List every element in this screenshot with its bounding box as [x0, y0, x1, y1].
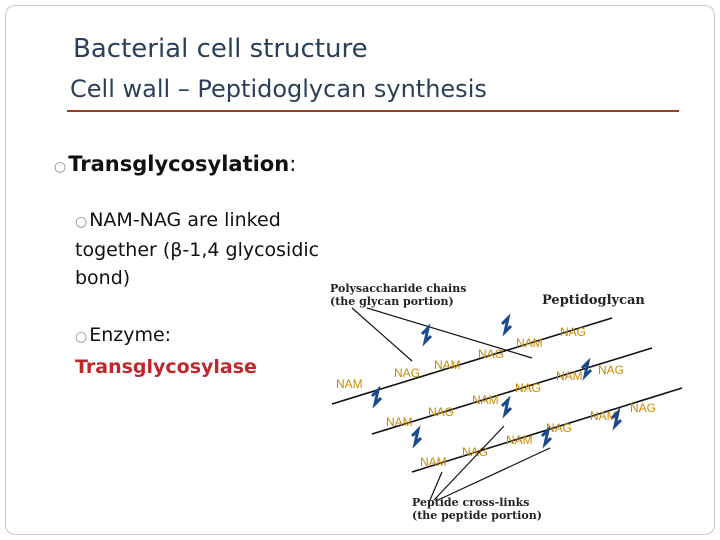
peptide-arrow-1: [429, 471, 443, 501]
slide-title: Bacterial cell structure: [73, 34, 368, 64]
crosslink: [610, 407, 623, 431]
sugar-label: NAG: [428, 405, 454, 419]
sugar-label: NAG: [630, 401, 656, 415]
bullet-colon: :: [289, 152, 297, 176]
slide: Bacterial cell structure Cell wall – Pep…: [5, 5, 715, 535]
glycan-arrow-1: [351, 307, 413, 362]
sugar-label: NAM: [590, 409, 617, 423]
bullet-line-1: NAM-NAG are linked: [89, 209, 281, 231]
bullet-line-3: bond): [75, 267, 131, 289]
bullet-transglycosylation: ○Transglycosylation:: [54, 152, 296, 176]
glycan-label-1: Polysaccharide chains: [330, 282, 466, 295]
bullet-icon: ○: [54, 159, 67, 175]
sugar-label: NAG: [462, 445, 488, 459]
sugar-label: NAG: [546, 421, 572, 435]
crosslink: [540, 425, 553, 449]
bullet-icon: ○: [75, 214, 88, 230]
enzyme-label: Enzyme:: [89, 324, 172, 346]
peptidoglycan-title: Peptidoglycan: [542, 293, 645, 308]
peptide-arrow-2: [433, 425, 505, 501]
peptidoglycan-diagram: Polysaccharide chains (the glycan portio…: [330, 282, 683, 522]
sugar-label: NAM: [506, 433, 533, 447]
sugar-label: NAM: [420, 455, 447, 469]
glycan-chain-2: [371, 347, 653, 435]
title-rule: [67, 110, 679, 112]
sugar-label: NAM: [556, 369, 583, 383]
peptide-arrow-3: [437, 447, 551, 501]
sugar-label: NAM: [516, 336, 543, 350]
crosslink: [580, 357, 593, 381]
crosslink: [500, 313, 513, 337]
bullet-enzyme: ○Enzyme: Transglycosylase: [75, 320, 257, 382]
sugar-label: NAG: [560, 325, 586, 339]
glycan-arrow-2: [366, 307, 533, 359]
sugar-label: NAM: [472, 393, 499, 407]
bullet-heading: Transglycosylation: [68, 152, 290, 176]
bullet-nam-nag: ○NAM-NAG are linked together (β-1,4 glyc…: [75, 206, 319, 292]
sugar-label: NAG: [394, 366, 420, 380]
slide-subtitle: Cell wall – Peptidoglycan synthesis: [70, 75, 487, 103]
bullet-icon: ○: [75, 329, 88, 345]
crosslink: [500, 395, 513, 419]
peptide-label-2: (the peptide portion): [412, 509, 542, 522]
sugar-label: NAG: [515, 381, 541, 395]
sugar-label: NAG: [598, 363, 624, 377]
peptide-crosslinks: [370, 313, 623, 449]
glycan-label-2: (the glycan portion): [330, 295, 454, 308]
sugar-label: NAG: [478, 347, 504, 361]
crosslink: [420, 323, 433, 347]
bullet-line-2: together (β-1,4 glycosidic: [75, 239, 320, 261]
sugar-label: NAM: [386, 415, 413, 429]
crosslink: [410, 425, 423, 449]
sugar-label: NAM: [336, 377, 363, 391]
enzyme-name: Transglycosylase: [75, 356, 257, 378]
peptide-label-1: Peptide cross-links: [412, 496, 529, 509]
sugar-label: NAM: [434, 358, 461, 372]
crosslink: [370, 385, 383, 409]
